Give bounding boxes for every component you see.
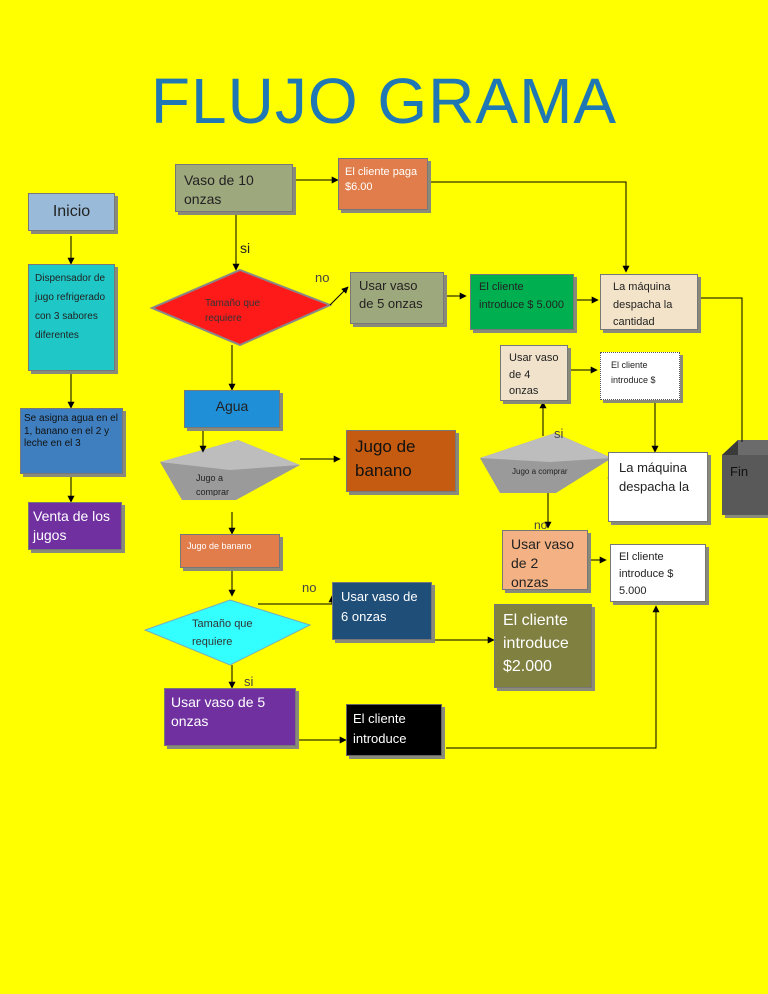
arrow-cliente-introduce5000b <box>446 605 660 749</box>
gray-decision-1-top <box>160 440 300 470</box>
arrow-paga-maquina <box>430 181 630 273</box>
label-no-1: no <box>315 270 330 285</box>
fin-box: Fin <box>722 455 768 515</box>
introduce5000b-box: El cliente introduce $ 5.000 <box>610 544 706 602</box>
label-si-1: si <box>240 240 251 256</box>
maquina1-box: La máquina despacha la cantidad <box>600 274 698 330</box>
arrow-tamano2-usar6 <box>258 595 336 605</box>
gray-decision-2-top <box>480 433 612 462</box>
decision-diamond-cyan <box>143 599 312 666</box>
dispensador-box: Dispensador de jugo refrigerado con 3 sa… <box>28 264 115 371</box>
maquina2-box: La máquina despacha la <box>608 452 708 522</box>
venta-box: Venta de los jugos <box>28 502 122 550</box>
introduce2000-box: El cliente introduce $2.000 <box>494 604 592 688</box>
cliente-introduce-box: El cliente introduce <box>346 704 442 756</box>
label-si-2: si <box>554 426 564 441</box>
label-si-3: si <box>244 674 254 689</box>
asigna-box: Se asigna agua en el 1, banano en el 2 y… <box>20 408 123 474</box>
usar2-box: Usar vaso de 2 onzas <box>502 530 588 590</box>
tamano1-text: Tamaño que requiere <box>205 298 261 324</box>
usar4-box: Usar vaso de 4 onzas <box>500 345 568 401</box>
introduce-small-box: El cliente introduce $ <box>600 352 680 400</box>
label-no-3: no <box>302 580 317 595</box>
decision-diamond-red <box>149 268 333 347</box>
cliente-paga-box: El cliente paga $6.00 <box>338 158 428 210</box>
introduce5000-box: El cliente introduce $ 5.000 <box>470 274 574 330</box>
tamano2-text: Tamaño que requiere <box>192 618 253 648</box>
usar5a-box: Usar vaso de 5 onzas <box>350 272 444 324</box>
jugo-comprar-2-text: Jugo a comprar <box>512 467 568 476</box>
inicio-box: Inicio <box>28 193 115 231</box>
page-title: FLUJO GRAMA <box>150 65 618 137</box>
jugo-comprar-1-text: Jugo a comprar <box>196 473 230 496</box>
label-no-2: no <box>534 518 548 532</box>
usar6-box: Usar vaso de 6 onzas <box>332 582 432 640</box>
arrow-tamano-usar5 <box>329 286 349 306</box>
agua-box: Agua <box>184 390 280 428</box>
usar5b-box: Usar vaso de 5 onzas <box>164 688 296 746</box>
vaso10-box: Vaso de 10 onzas <box>175 164 293 212</box>
line-maquina-fin <box>700 297 743 442</box>
jugo-banano-big-box: Jugo de banano <box>346 430 456 492</box>
jugo-banano-small-box: Jugo de banano <box>180 534 280 568</box>
